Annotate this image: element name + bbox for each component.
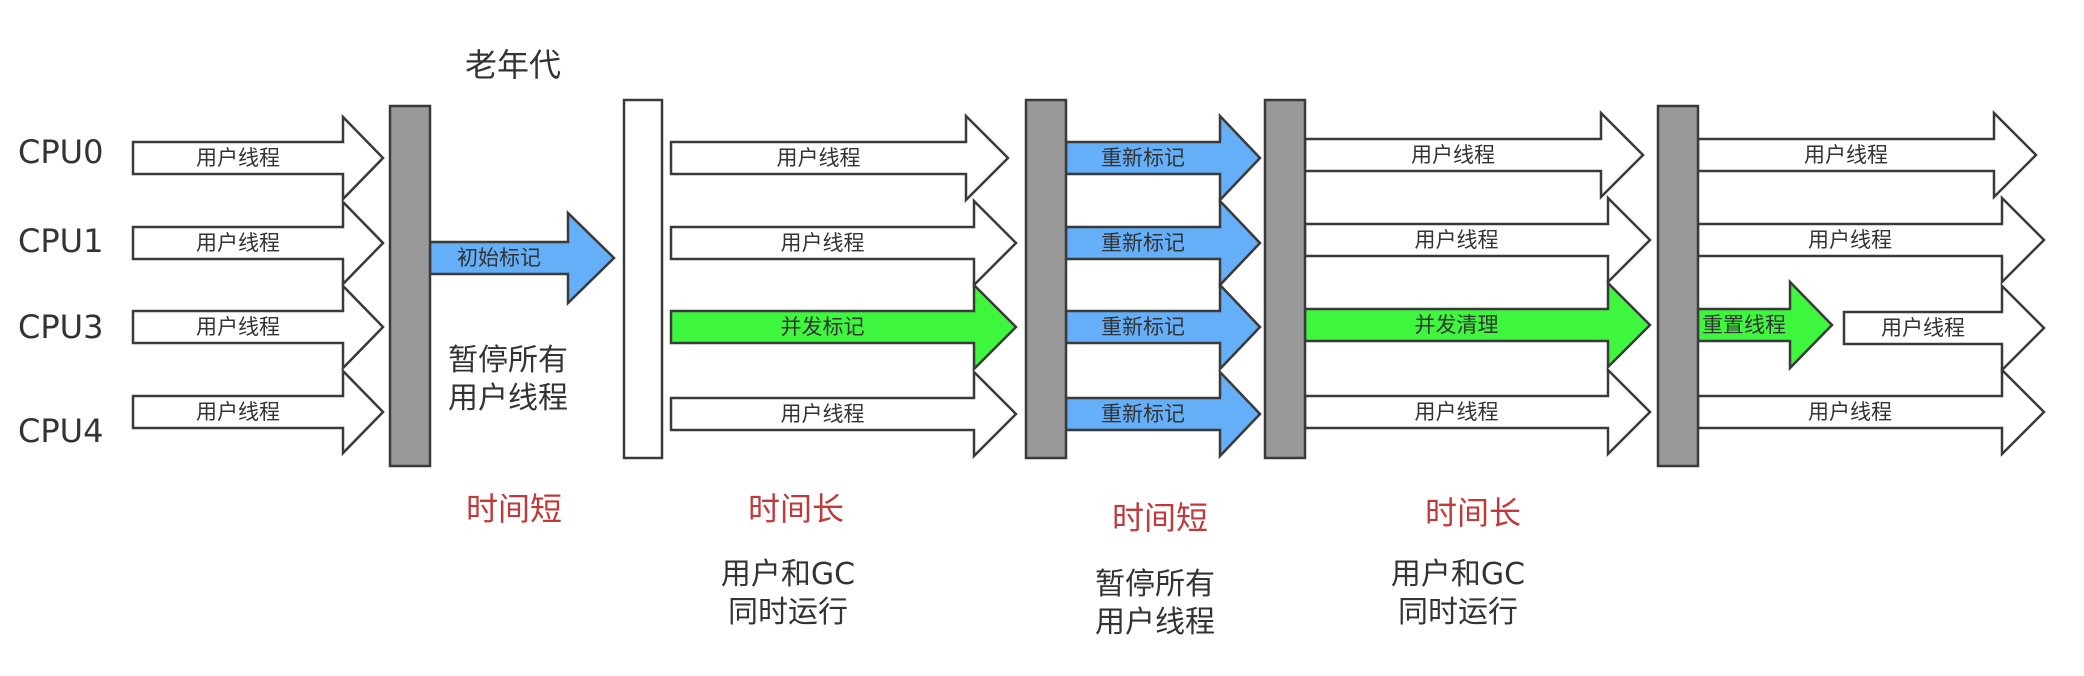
- reset-thread-arrow: 重置线程: [1696, 278, 1834, 372]
- initial-mark-arrow-shape: [428, 210, 616, 306]
- cpu0-user-thread-arrow-3: 用户线程: [1303, 109, 1645, 201]
- concurrent-sweep-arrow-shape: [1303, 279, 1652, 371]
- pause-bar-remark: [1024, 98, 1068, 460]
- phase2-concurrent-note: 用户和GC 同时运行: [720, 557, 856, 630]
- cpu3-user-thread-arrow-1-shape: [131, 282, 385, 372]
- phase1-pause-note: 暂停所有 用户线程: [448, 343, 568, 416]
- cpu1-user-thread-arrow-3-shape: [1303, 194, 1652, 286]
- cpu0-user-thread-arrow-1-shape: [131, 113, 385, 203]
- cpu4-user-thread-arrow-4-label: 用户线程: [1808, 400, 1892, 424]
- cpu0-user-thread-arrow-1-label: 用户线程: [196, 146, 280, 170]
- cpu1-remark-arrow-label: 重新标记: [1101, 231, 1185, 255]
- cpu1-user-thread-arrow-1-shape: [131, 198, 385, 288]
- cpu1-user-thread-arrow-1-label: 用户线程: [196, 231, 280, 255]
- phase1-time-short: 时间短: [466, 490, 563, 528]
- cpu4-user-thread-arrow-3: 用户线程: [1303, 366, 1652, 458]
- cpu4-user-thread-arrow-1-shape: [131, 367, 385, 457]
- cpu0-user-thread-arrow-4-shape: [1696, 109, 2038, 201]
- cpu3-remark-arrow: 重新标记: [1064, 281, 1262, 373]
- cpu0-user-thread-arrow-2-shape: [669, 112, 1010, 204]
- concurrent-sweep-arrow: 并发清理: [1303, 279, 1652, 371]
- cpu4-user-thread-arrow-4-shape: [1696, 366, 2046, 458]
- concurrent-mark-arrow-shape: [669, 281, 1018, 373]
- cpu1-user-thread-arrow-2: 用户线程: [669, 197, 1018, 289]
- cpu0-user-thread-arrow-2-label: 用户线程: [777, 146, 861, 170]
- cpu0-user-thread-arrow-3-label: 用户线程: [1411, 143, 1495, 167]
- pause-bar-reset: [1656, 104, 1700, 468]
- cpu4-label: CPU4: [18, 412, 104, 450]
- cpu0-user-thread-arrow-1: 用户线程: [131, 113, 385, 203]
- cpu1-remark-arrow: 重新标记: [1064, 197, 1262, 289]
- cpu0-remark-arrow: 重新标记: [1064, 112, 1262, 204]
- old-generation-title: 老年代: [465, 46, 562, 84]
- cpu0-label: CPU0: [18, 133, 104, 171]
- cpu1-user-thread-arrow-1: 用户线程: [131, 198, 385, 288]
- concurrent-mark-arrow-label: 并发标记: [781, 315, 865, 339]
- initial-mark-arrow-label: 初始标记: [457, 246, 541, 270]
- phase2-time-long: 时间长: [748, 490, 845, 528]
- cpu1-user-thread-arrow-2-label: 用户线程: [781, 231, 865, 255]
- cpu1-label: CPU1: [18, 222, 104, 260]
- cpu0-remark-arrow-label: 重新标记: [1101, 146, 1185, 170]
- cpu0-user-thread-arrow-4-label: 用户线程: [1804, 143, 1888, 167]
- cpu4-remark-arrow: 重新标记: [1064, 368, 1262, 460]
- pause-bar-initial-mark: [388, 104, 432, 468]
- cpu4-remark-arrow-shape: [1064, 368, 1262, 460]
- phase3-time-short: 时间短: [1112, 499, 1209, 537]
- cpu4-user-thread-arrow-1: 用户线程: [131, 367, 385, 457]
- cpu3-user-thread-arrow-1-label: 用户线程: [196, 315, 280, 339]
- cpu1-user-thread-arrow-2-shape: [669, 197, 1018, 289]
- cpu4-user-thread-arrow-1-label: 用户线程: [196, 400, 280, 424]
- arrows-layer: 用户线程用户线程用户线程用户线程初始标记用户线程用户线程并发标记用户线程重新标记…: [131, 109, 2046, 460]
- reset-thread-arrow-label: 重置线程: [1702, 313, 1786, 337]
- cpu3-user-thread-arrow-1: 用户线程: [131, 282, 385, 372]
- cpu3-user-thread-arrow-4: 用户线程: [1842, 282, 2046, 374]
- cpu4-user-thread-arrow-2-label: 用户线程: [781, 402, 865, 426]
- phase3-pause-note: 暂停所有 用户线程: [1095, 567, 1215, 640]
- cpu3-user-thread-arrow-4-label: 用户线程: [1881, 316, 1965, 340]
- cpu1-user-thread-arrow-3-label: 用户线程: [1415, 228, 1499, 252]
- initial-mark-arrow: 初始标记: [428, 210, 616, 306]
- cpu3-remark-arrow-shape: [1064, 281, 1262, 373]
- cpu0-remark-arrow-shape: [1064, 112, 1262, 204]
- phase4-time-long: 时间长: [1425, 494, 1522, 532]
- cpu1-user-thread-arrow-4: 用户线程: [1696, 194, 2046, 286]
- cpu4-user-thread-arrow-2-shape: [669, 368, 1018, 460]
- cpu0-user-thread-arrow-2: 用户线程: [669, 112, 1010, 204]
- cpu4-user-thread-arrow-3-label: 用户线程: [1415, 400, 1499, 424]
- pause-bars-layer: [388, 98, 1700, 468]
- cpu1-user-thread-arrow-4-shape: [1696, 194, 2046, 286]
- cpu3-remark-arrow-label: 重新标记: [1101, 315, 1185, 339]
- concurrent-mark-arrow: 并发标记: [669, 281, 1018, 373]
- cpu0-user-thread-arrow-3-shape: [1303, 109, 1645, 201]
- phase4-concurrent-note: 用户和GC 同时运行: [1390, 557, 1526, 630]
- cpu0-user-thread-arrow-4: 用户线程: [1696, 109, 2038, 201]
- pause-bar-concurrent-sweep: [1263, 98, 1307, 460]
- cpu3-label: CPU3: [18, 308, 104, 346]
- cpu4-user-thread-arrow-2: 用户线程: [669, 368, 1018, 460]
- concurrent-sweep-arrow-label: 并发清理: [1415, 313, 1499, 337]
- cpu4-user-thread-arrow-3-shape: [1303, 366, 1652, 458]
- reset-thread-arrow-shape: [1696, 278, 1834, 372]
- cpu4-user-thread-arrow-4: 用户线程: [1696, 366, 2046, 458]
- phase-bar-concurrent-mark: [622, 98, 664, 460]
- cpu1-user-thread-arrow-3: 用户线程: [1303, 194, 1652, 286]
- cpu1-user-thread-arrow-4-label: 用户线程: [1808, 228, 1892, 252]
- cpu1-remark-arrow-shape: [1064, 197, 1262, 289]
- cpu3-user-thread-arrow-4-shape: [1842, 282, 2046, 374]
- cpu4-remark-arrow-label: 重新标记: [1101, 402, 1185, 426]
